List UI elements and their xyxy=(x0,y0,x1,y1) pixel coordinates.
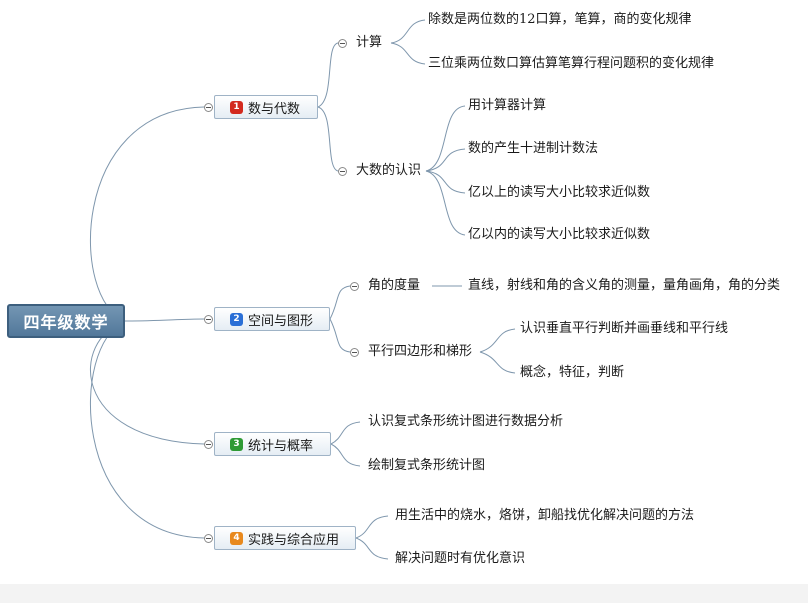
connector xyxy=(317,42,339,108)
subtopic-angle-measurement[interactable]: 角的度量 xyxy=(368,278,421,293)
connector xyxy=(355,515,389,539)
connector xyxy=(425,170,466,194)
connector xyxy=(329,285,351,320)
collapse-icon[interactable] xyxy=(204,440,213,449)
connector xyxy=(425,148,466,172)
collapse-icon[interactable] xyxy=(350,282,359,291)
connector xyxy=(89,320,205,445)
connector xyxy=(330,421,361,445)
leaf-topic[interactable]: 直线，射线和角的含义角的测量，量角画角，角的分类 xyxy=(468,278,781,293)
collapse-icon[interactable] xyxy=(350,348,359,357)
branch-practice-application[interactable]: 4 实践与综合应用 xyxy=(214,526,356,550)
collapse-icon[interactable] xyxy=(204,534,213,543)
connector xyxy=(329,318,351,353)
connector xyxy=(390,42,426,65)
leaf-topic[interactable]: 概念，特征，判断 xyxy=(520,365,625,380)
leaf-topic[interactable]: 用计算器计算 xyxy=(468,98,547,113)
branch-label: 统计与概率 xyxy=(248,438,314,454)
branch-label: 数与代数 xyxy=(248,101,301,117)
subtopic-parallelogram-trapezoid[interactable]: 平行四边形和梯形 xyxy=(368,344,473,359)
priority-3-icon: 3 xyxy=(230,437,243,451)
branch-label: 实践与综合应用 xyxy=(248,532,340,548)
priority-1-icon: 1 xyxy=(230,100,243,114)
leaf-topic[interactable]: 亿以内的读写大小比较求近似数 xyxy=(468,227,651,242)
subtopic-large-numbers[interactable]: 大数的认识 xyxy=(356,163,422,178)
leaf-topic[interactable]: 三位乘两位数口算估算笔算行程问题积的变化规律 xyxy=(428,56,715,71)
priority-4-icon: 4 xyxy=(230,531,243,545)
leaf-topic[interactable]: 数的产生十进制计数法 xyxy=(468,141,599,156)
connector xyxy=(425,170,466,236)
connector xyxy=(330,443,361,467)
connector xyxy=(425,105,466,172)
leaf-topic[interactable]: 亿以上的读写大小比较求近似数 xyxy=(468,185,651,200)
branch-statistics-probability[interactable]: 3 统计与概率 xyxy=(214,432,331,456)
collapse-icon[interactable] xyxy=(204,103,213,112)
subtopic-calculation[interactable]: 计算 xyxy=(356,35,383,50)
leaf-topic[interactable]: 解决问题时有优化意识 xyxy=(395,551,526,566)
branch-number-algebra[interactable]: 1 数与代数 xyxy=(214,95,318,119)
collapse-icon[interactable] xyxy=(204,315,213,324)
priority-2-icon: 2 xyxy=(230,312,243,326)
collapse-icon[interactable] xyxy=(338,167,347,176)
bottom-band xyxy=(0,584,808,603)
connector xyxy=(317,106,339,172)
connector xyxy=(89,106,205,322)
leaf-topic[interactable]: 认识复式条形统计图进行数据分析 xyxy=(368,414,564,429)
connector xyxy=(124,318,205,322)
root-topic[interactable]: 四年级数学 xyxy=(7,304,125,338)
connector xyxy=(479,351,516,374)
connector xyxy=(390,19,426,44)
connector xyxy=(89,320,205,539)
connector xyxy=(479,328,516,353)
collapse-icon[interactable] xyxy=(338,39,347,48)
branch-space-geometry[interactable]: 2 空间与图形 xyxy=(214,307,330,331)
leaf-topic[interactable]: 绘制复式条形统计图 xyxy=(368,458,486,473)
leaf-topic[interactable]: 认识垂直平行判断并画垂线和平行线 xyxy=(520,321,729,336)
leaf-topic[interactable]: 用生活中的烧水，烙饼，卸船找优化解决问题的方法 xyxy=(395,508,695,523)
branch-label: 空间与图形 xyxy=(248,313,314,329)
connector xyxy=(355,537,389,560)
leaf-topic[interactable]: 除数是两位数的12口算，笔算，商的变化规律 xyxy=(428,12,692,27)
